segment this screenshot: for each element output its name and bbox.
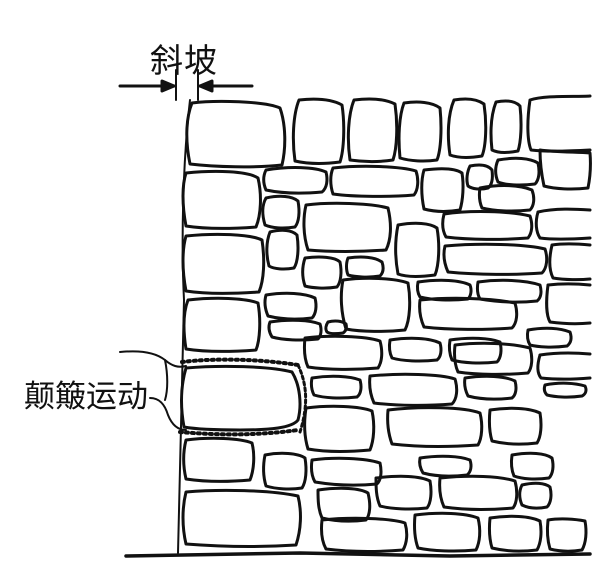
stone-course-1 <box>185 94 592 169</box>
rocking-stone <box>119 350 308 437</box>
rocking-motion-label: 颠簸运动 <box>24 379 148 415</box>
stone-course-7 <box>181 474 588 553</box>
slope-label: 斜坡 <box>150 41 218 80</box>
stone-course-2 <box>181 148 592 230</box>
stone-course-5 <box>302 334 592 407</box>
wall-left-face <box>177 99 191 554</box>
ground-line <box>124 551 592 558</box>
stone-course-4 <box>182 276 592 353</box>
stone-course-3 <box>181 201 592 295</box>
slope-dimension-arrows <box>118 69 254 101</box>
